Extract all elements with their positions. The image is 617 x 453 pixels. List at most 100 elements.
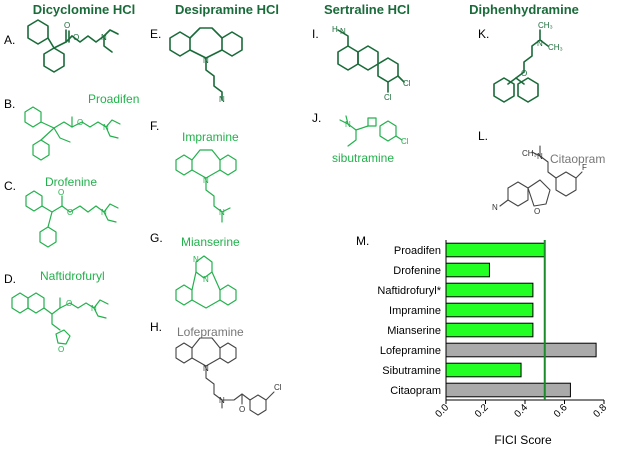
category-label: Lofepramine xyxy=(380,345,441,357)
x-tick-label: 0.8 xyxy=(592,402,610,420)
structure-impramine: N N xyxy=(175,149,237,223)
category-label: Proadifen xyxy=(394,245,441,257)
atom-n: N xyxy=(219,95,225,104)
panel-letter-b: B. xyxy=(4,97,15,111)
panel-letter-h: H. xyxy=(150,320,162,334)
atom-n: N xyxy=(203,176,209,185)
atom-o: O xyxy=(534,207,540,216)
structure-citaopram: CH₃ N F O N xyxy=(492,145,587,216)
category-label: Drofenine xyxy=(393,265,441,277)
structure-desipramine: N N xyxy=(169,27,243,104)
atom-n: N xyxy=(101,33,107,42)
category-label: Impramine xyxy=(389,305,441,317)
x-tick-label: 0.6 xyxy=(552,402,570,420)
x-tick-label: 0.0 xyxy=(434,402,452,420)
atom-n: N xyxy=(101,208,107,217)
structure-lofepramine: N N O Cl xyxy=(175,337,282,416)
structure-dicyclomine: O O N xyxy=(27,19,119,73)
category-label: Sibutramine xyxy=(382,365,441,377)
x-tick-label: 0.4 xyxy=(513,402,531,420)
name-naftidrofuryl: Naftidrofuryl xyxy=(40,269,105,283)
atom-cl: Cl xyxy=(384,93,392,102)
category-label: Naftidrofuryl* xyxy=(377,285,441,297)
atom-n: N xyxy=(340,27,346,36)
header-sertraline: Sertraline HCl xyxy=(324,2,410,17)
structure-sertraline: H N Cl Cl xyxy=(332,25,411,102)
atom-n: N xyxy=(537,152,543,161)
atom-n: N xyxy=(193,255,199,264)
atom-o: O xyxy=(73,33,79,42)
atom-cl: Cl xyxy=(403,79,411,88)
bar-lofepramine xyxy=(445,342,597,358)
header-dicyclomine: Dicyclomine HCl xyxy=(33,2,136,17)
header-diphenhydramine: Diphenhydramine xyxy=(469,2,579,17)
name-proadifen: Proadifen xyxy=(88,92,139,106)
bar-proadifen xyxy=(445,242,546,258)
header-desipramine: Desipramine HCl xyxy=(175,2,279,17)
chart-x-ticks: 0.0 0.2 0.4 0.6 0.8 xyxy=(434,400,610,420)
panel-letter-a: A. xyxy=(4,33,15,47)
atom-methyl: CH₃ xyxy=(548,43,563,52)
category-label: Mianserine xyxy=(387,325,441,337)
structure-sibutramine: N Cl xyxy=(339,115,409,147)
panel-letter-e: E. xyxy=(150,27,161,41)
bar-mianserine xyxy=(445,322,534,338)
atom-n: N xyxy=(91,304,97,313)
atom-h: H xyxy=(332,25,338,34)
atom-o: O xyxy=(58,188,64,197)
name-impramine: Impramine xyxy=(182,130,239,144)
atom-o: O xyxy=(58,345,64,354)
panel-letter-c: C. xyxy=(4,179,16,193)
bar-impramine xyxy=(445,302,534,318)
atom-methyl: CH₃ xyxy=(538,21,553,30)
structure-mianserine: N N xyxy=(175,255,237,309)
name-mianserine: Mianserine xyxy=(181,235,240,249)
panel-letter-k: K. xyxy=(478,27,489,41)
atom-methyl: CH₃ xyxy=(522,149,537,158)
atom-n: N xyxy=(203,275,209,284)
atom-cl: Cl xyxy=(401,137,409,146)
bar-sibutramine xyxy=(445,362,522,378)
panel-letter-d: D. xyxy=(4,272,16,286)
atom-n: N xyxy=(103,123,109,132)
atom-n: N xyxy=(537,39,543,48)
panel-letter-j: J. xyxy=(312,111,321,125)
panel-letter-m: M. xyxy=(356,234,369,248)
category-label: Citaopram xyxy=(390,385,441,397)
atom-n: N xyxy=(492,203,498,212)
panel-letter-f: F. xyxy=(150,119,159,133)
panel-letter-g: G. xyxy=(150,231,163,245)
atom-o: O xyxy=(77,118,83,127)
atom-n: N xyxy=(219,396,225,405)
atom-cl: Cl xyxy=(274,383,282,392)
panel-letter-l: L. xyxy=(478,129,488,143)
bar-citaopram xyxy=(445,382,571,398)
structure-drofenine: O O N xyxy=(25,188,119,248)
name-citaopram: Citaopram xyxy=(550,152,605,166)
atom-n: N xyxy=(345,120,351,129)
name-sibutramine: sibutramine xyxy=(332,151,394,165)
atom-n: N xyxy=(219,208,225,217)
chart-x-axis-label: FICI Score xyxy=(494,433,552,447)
name-drofenine: Drofenine xyxy=(45,175,97,189)
atom-o: O xyxy=(67,208,73,217)
bar-drofenine xyxy=(445,262,490,278)
x-tick-label: 0.2 xyxy=(473,402,491,420)
bar-naftidrofuryl xyxy=(445,282,534,298)
panel-letter-i: I. xyxy=(312,27,319,41)
atom-o: O xyxy=(521,69,527,78)
chart-bars xyxy=(445,242,597,398)
atom-f: F xyxy=(582,163,587,172)
atom-n: N xyxy=(203,364,209,373)
structure-proadifen: O N xyxy=(24,106,121,161)
atom-n: N xyxy=(203,56,209,65)
atom-o: O xyxy=(239,405,245,414)
structure-diphenhydramine: N O CH₃ CH₃ xyxy=(493,21,563,103)
name-lofepramine: Lofepramine xyxy=(177,325,244,339)
atom-o: O xyxy=(64,21,70,30)
structure-naftidrofuryl: O N O xyxy=(11,292,109,354)
atom-o: O xyxy=(66,299,72,308)
